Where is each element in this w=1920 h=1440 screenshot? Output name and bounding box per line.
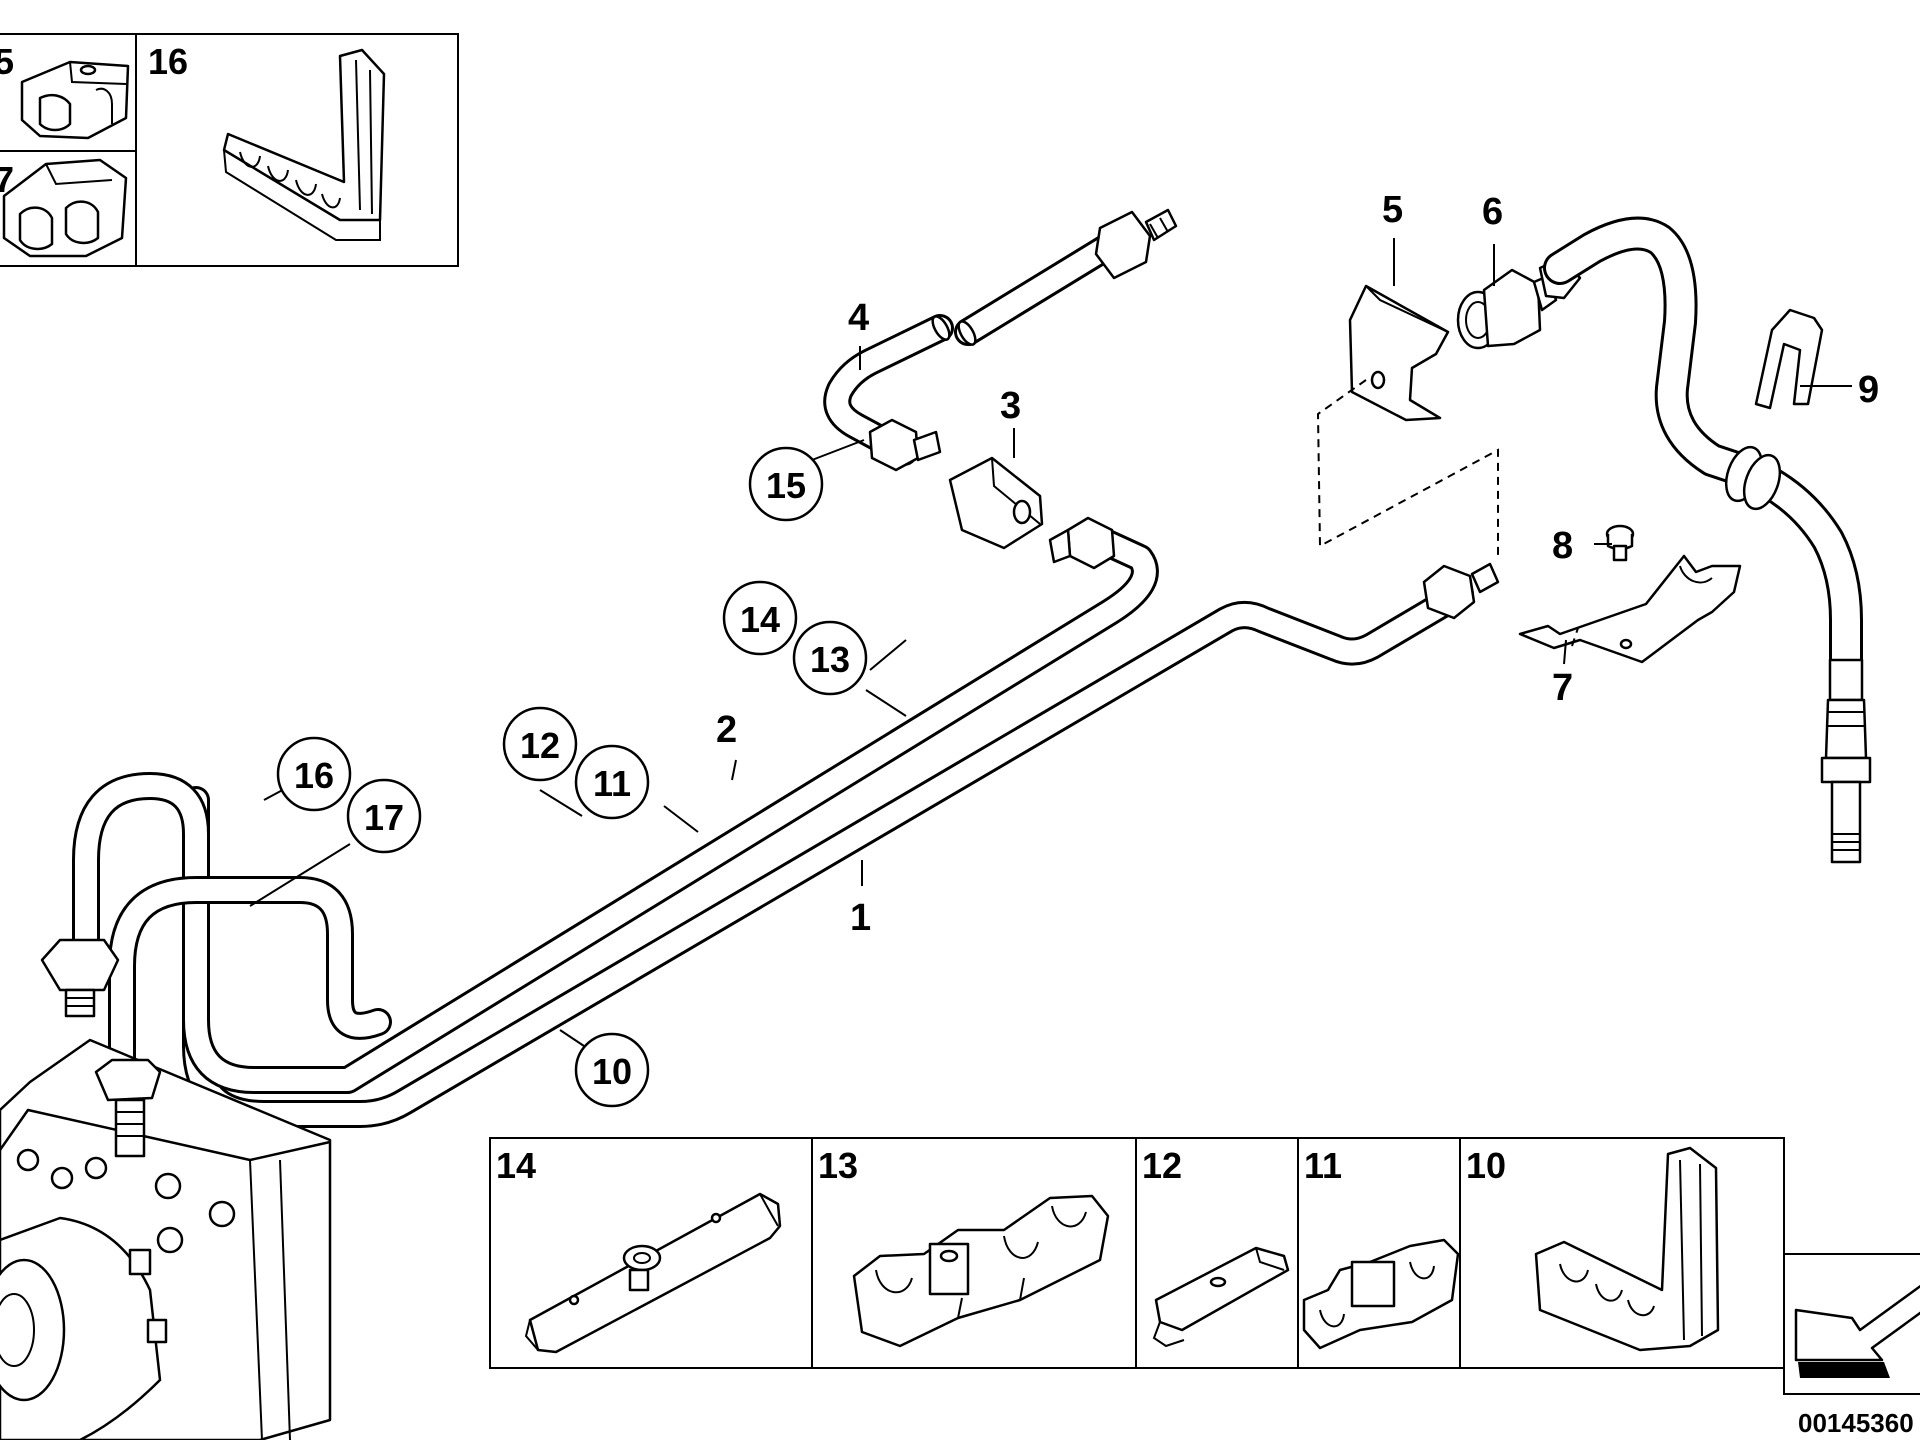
direction-arrow-box [1783,1253,1920,1395]
clip-9 [1754,308,1824,410]
inset-bottom-label-14: 14 [496,1145,536,1186]
svg-text:17: 17 [364,797,404,838]
callout-10: 10 [574,1032,650,1108]
clip-16-drawing [222,48,386,241]
brake-lines [40,208,1500,1128]
svg-text:10: 10 [592,1051,632,1092]
inset-top-clips: 5 16 7 [0,33,459,267]
bracket-12-drawing [1152,1246,1290,1348]
callouts: 4 3 5 6 9 8 7 2 1 15 14 13 12 11 1 [276,189,1879,1108]
inset-bottom-label-13: 13 [818,1145,858,1186]
svg-text:12: 12 [520,725,560,766]
bracket-14-drawing [524,1192,782,1354]
callout-1: 1 [850,897,871,939]
callout-6: 6 [1482,191,1503,233]
clip-13-drawing [852,1194,1110,1348]
bracket-5 [1348,284,1450,422]
hose-connector-6 [1456,256,1582,350]
inset-bottom-label-10: 10 [1466,1145,1506,1186]
clip-10-drawing [1534,1146,1720,1352]
svg-text:16: 16 [294,755,334,796]
callout-16: 16 [276,736,352,812]
brake-hose [1543,216,1872,864]
inset-bottom-label-12: 12 [1142,1145,1182,1186]
assembly-dash-7 [1571,627,1579,647]
callout-15: 15 [748,446,824,522]
callout-2: 2 [716,709,737,751]
leader-lines [249,238,1852,1055]
coupling-3 [948,456,1044,550]
svg-text:15: 15 [766,465,806,506]
callout-4: 4 [848,297,869,339]
bracket-7 [1518,554,1742,664]
callout-11: 11 [574,744,650,820]
svg-text:13: 13 [810,639,850,680]
callout-12: 12 [502,706,578,782]
abs-unit [0,1038,332,1440]
svg-text:14: 14 [740,599,780,640]
callout-3: 3 [1000,385,1021,427]
clip-7-drawing [2,158,128,258]
inset-top-label-16: 16 [148,41,188,82]
svg-text:11: 11 [593,763,631,804]
inset-bottom-label-11: 11 [1304,1145,1342,1186]
bolt-8 [1605,524,1635,562]
callout-17: 17 [346,778,422,854]
callout-8: 8 [1552,525,1573,567]
inset-top-label-5: 5 [0,41,14,82]
clip-11-drawing [1302,1238,1460,1350]
callout-14: 14 [722,580,798,656]
inset-bottom-clips: 14 13 12 11 10 [489,1137,1785,1369]
callout-9: 9 [1858,369,1879,411]
callout-7: 7 [1552,667,1573,709]
callout-13: 13 [792,620,868,696]
diagram-id: 00145360 [1798,1408,1914,1438]
callout-5: 5 [1382,189,1403,231]
clip-5-drawing [20,60,130,140]
